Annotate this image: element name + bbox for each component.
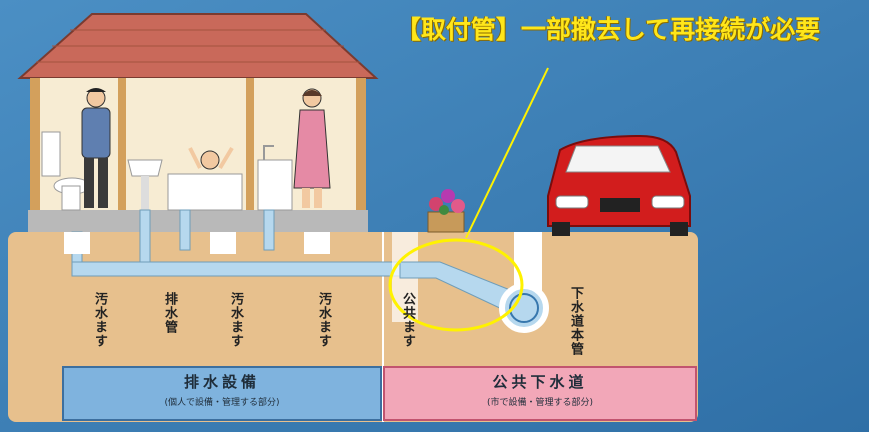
house-floor [28, 210, 368, 232]
callout-title: 【取付管】一部撤去して再接続が必要 [395, 15, 821, 44]
callout-pointer [465, 67, 549, 239]
label-drain-pipe: 排水管 [162, 292, 177, 334]
private-box [62, 366, 382, 421]
roof-tiles [36, 29, 360, 63]
car [547, 134, 691, 236]
label-sewer-main: 下水道本管 [568, 286, 583, 356]
bathtub [167, 146, 243, 211]
public-box [383, 366, 697, 421]
label-masu-middle: 汚水ます [228, 292, 243, 348]
private-box-subtitle: (個人で設備・管理する部分) [164, 398, 280, 408]
toilet [41, 131, 91, 211]
public-box-title: 公共下水道 [492, 373, 588, 391]
highlight-ellipse [388, 238, 524, 332]
inspection-boxes [64, 232, 330, 254]
flower-basket [427, 189, 465, 233]
label-masu-right: 汚水ます [316, 292, 331, 348]
public-box-subtitle: (市で設備・管理する部分) [486, 398, 594, 408]
washbasin [127, 159, 163, 210]
sewer-main-pipe [499, 283, 549, 333]
man-figure [81, 88, 111, 208]
private-box-title: 排水設備 [183, 373, 260, 391]
label-public-masu: 公共ます [400, 292, 415, 348]
kitchen-sink [257, 145, 293, 211]
label-masu-left: 汚水ます [92, 292, 107, 348]
woman-figure [293, 88, 331, 208]
manhole-shaft [514, 232, 542, 292]
